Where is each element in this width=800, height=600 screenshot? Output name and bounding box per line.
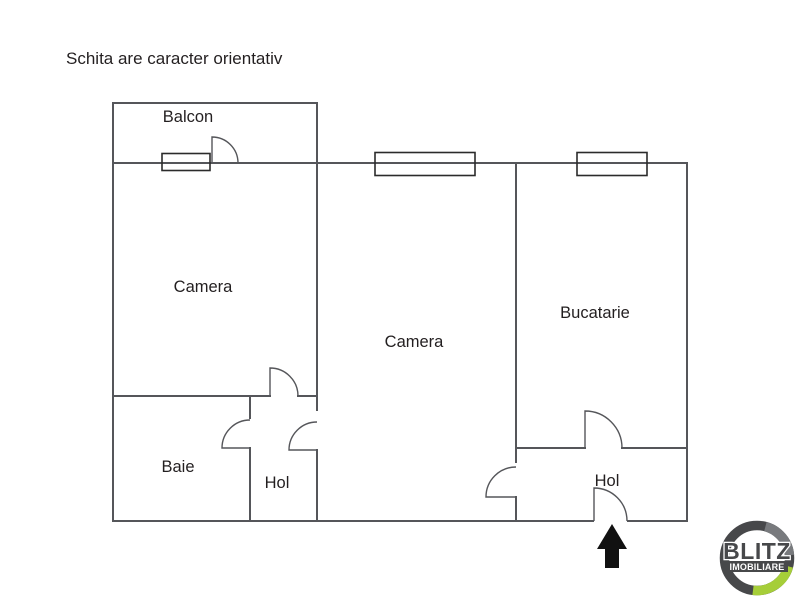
room-label-bucatarie: Bucatarie (560, 304, 630, 322)
room-label-hol-1: Hol (265, 474, 290, 492)
door-entrance (593, 487, 628, 522)
walls (112, 102, 688, 522)
window-bucatarie (576, 151, 648, 177)
door-bucatarie (584, 410, 623, 449)
doors (211, 136, 628, 522)
logo-text-imobiliare: IMOBILIARE (730, 562, 785, 572)
logo-ring-light-segment (763, 522, 795, 556)
logo-background (720, 521, 794, 595)
door-hol-camera2 (288, 421, 318, 451)
balcony-walls (112, 102, 318, 164)
logo-text-blitz: BLITZ (723, 538, 791, 564)
window-camera1 (161, 152, 211, 172)
entrance-arrow-icon (597, 524, 627, 568)
room-label-balcon: Balcon (163, 108, 213, 126)
outer-walls (112, 162, 688, 522)
room-label-baie: Baie (161, 458, 194, 476)
room-label-hol-2: Hol (595, 472, 620, 490)
door-balcony (211, 136, 239, 164)
room-label-camera-2: Camera (385, 333, 445, 351)
door-camera1-hol (269, 367, 299, 397)
disclaimer-text: Schita are caracter orientativ (66, 49, 283, 68)
window-camera2 (374, 151, 476, 177)
door-baie (221, 419, 251, 449)
room-label-camera-1: Camera (174, 278, 234, 296)
logo-band (726, 561, 788, 572)
blitz-imobiliare-logo: BLITZ IMOBILIARE (719, 520, 795, 596)
door-camera2-hol2 (485, 466, 517, 498)
windows (161, 151, 648, 177)
room-labels: Balcon Camera Camera Bucatarie Baie Hol … (161, 108, 629, 492)
